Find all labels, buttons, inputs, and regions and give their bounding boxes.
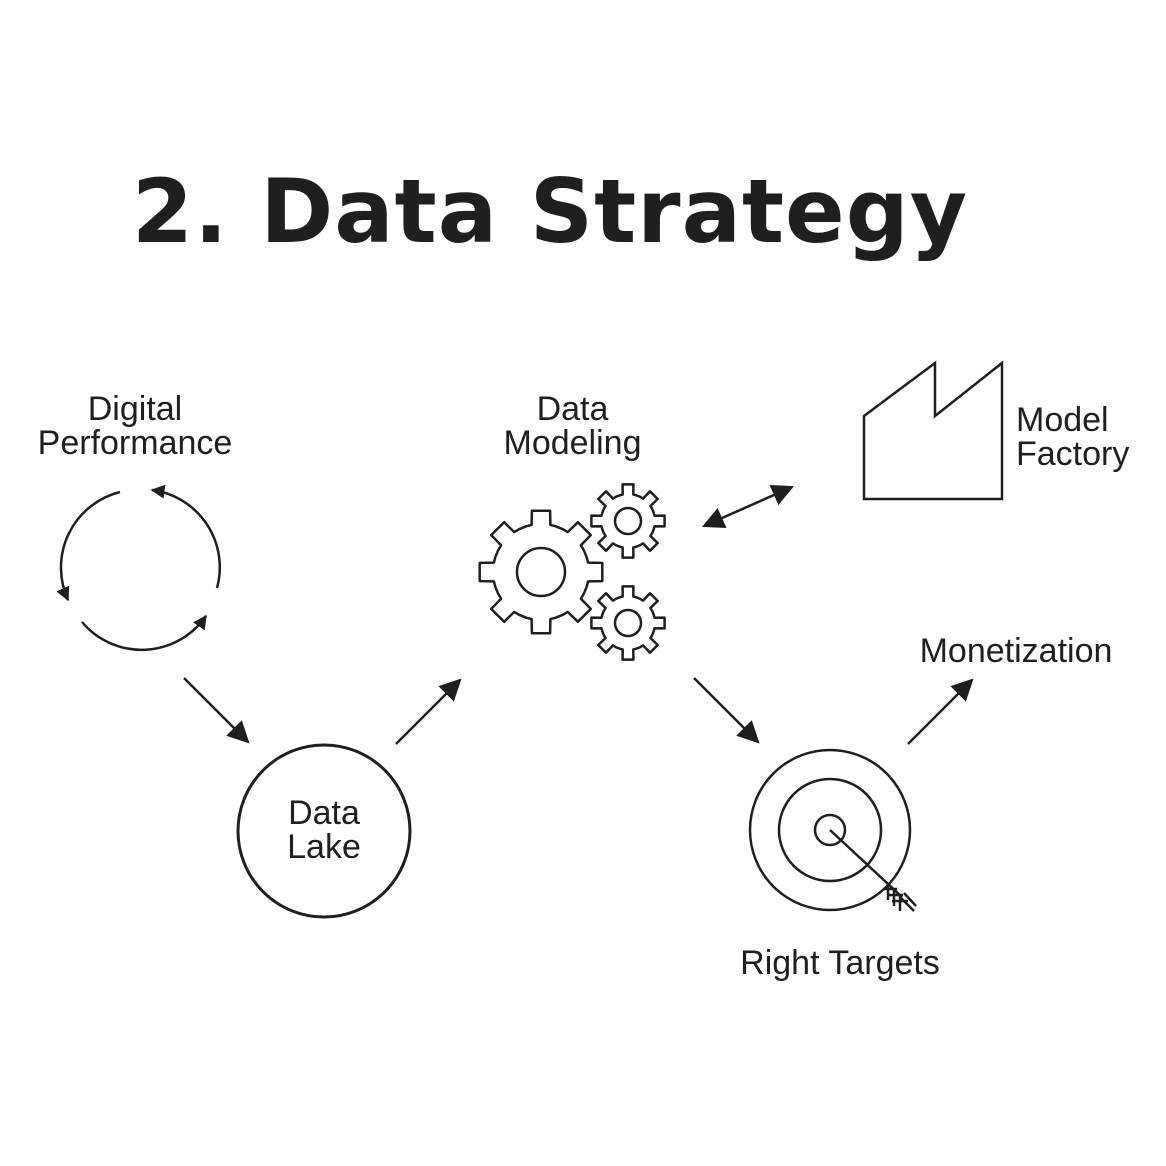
data-modeling-label: Data Modeling <box>470 392 675 460</box>
data-modeling-label-line1: Data <box>536 390 609 428</box>
data-lake-label-line1: Data <box>288 794 360 832</box>
arrow-to-monetization <box>907 678 974 745</box>
digital-performance-label: Digital Performance <box>30 392 240 460</box>
model-factory-label-line2: Factory <box>1016 435 1130 473</box>
gears-icon <box>478 483 666 661</box>
model-factory-label-line1: Model <box>1016 401 1109 439</box>
arrow-to-right-targets <box>693 677 760 744</box>
target-icon <box>748 748 917 912</box>
digital-performance-label-line2: Performance <box>37 424 233 462</box>
data-modeling-label-line2: Modeling <box>503 424 642 462</box>
digital-performance-label-line1: Digital <box>87 390 183 428</box>
data-lake-circle <box>236 743 412 919</box>
data-lake-label: Data Lake <box>244 796 404 864</box>
monetization-label: Monetization <box>919 632 1113 670</box>
factory-icon <box>862 360 1004 501</box>
right-targets-label: Right Targets <box>740 944 940 982</box>
arrow-modeling-factory <box>701 484 795 529</box>
cycle-icon <box>56 484 222 651</box>
arrow-to-data-modeling <box>395 678 462 745</box>
arrow-to-data-lake <box>183 677 250 744</box>
model-factory-label: Model Factory <box>1016 403 1156 471</box>
page-title: 2. Data Strategy <box>131 160 969 263</box>
data-lake-label-line2: Lake <box>287 828 361 866</box>
